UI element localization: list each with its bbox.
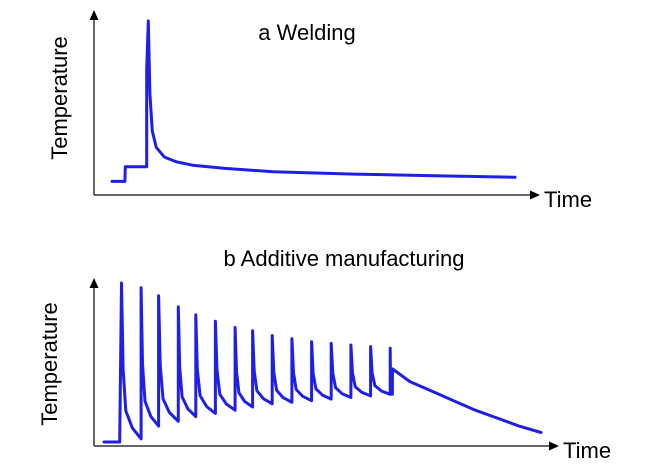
chart-b-y-arrow-icon — [89, 278, 99, 288]
chart-a-x-arrow-icon — [530, 190, 540, 200]
chart-a-temperature-line — [110, 19, 517, 183]
chart-b-title: b Additive manufacturing — [224, 246, 465, 271]
chart-a-title: a Welding — [258, 20, 355, 45]
chart-b-x-label: Time — [563, 438, 611, 463]
chart-welding: a Welding Time Temperature — [47, 10, 592, 212]
chart-b-x-arrow-icon — [549, 441, 559, 451]
chart-a-x-label: Time — [544, 187, 592, 212]
chart-additive-manufacturing: b Additive manufacturing Time Temperatur… — [37, 246, 611, 463]
chart-b-y-label: Temperature — [37, 302, 62, 426]
chart-a-y-label: Temperature — [47, 36, 72, 160]
chart-b-temperature-line — [102, 281, 543, 444]
chart-a-y-arrow-icon — [89, 10, 99, 20]
